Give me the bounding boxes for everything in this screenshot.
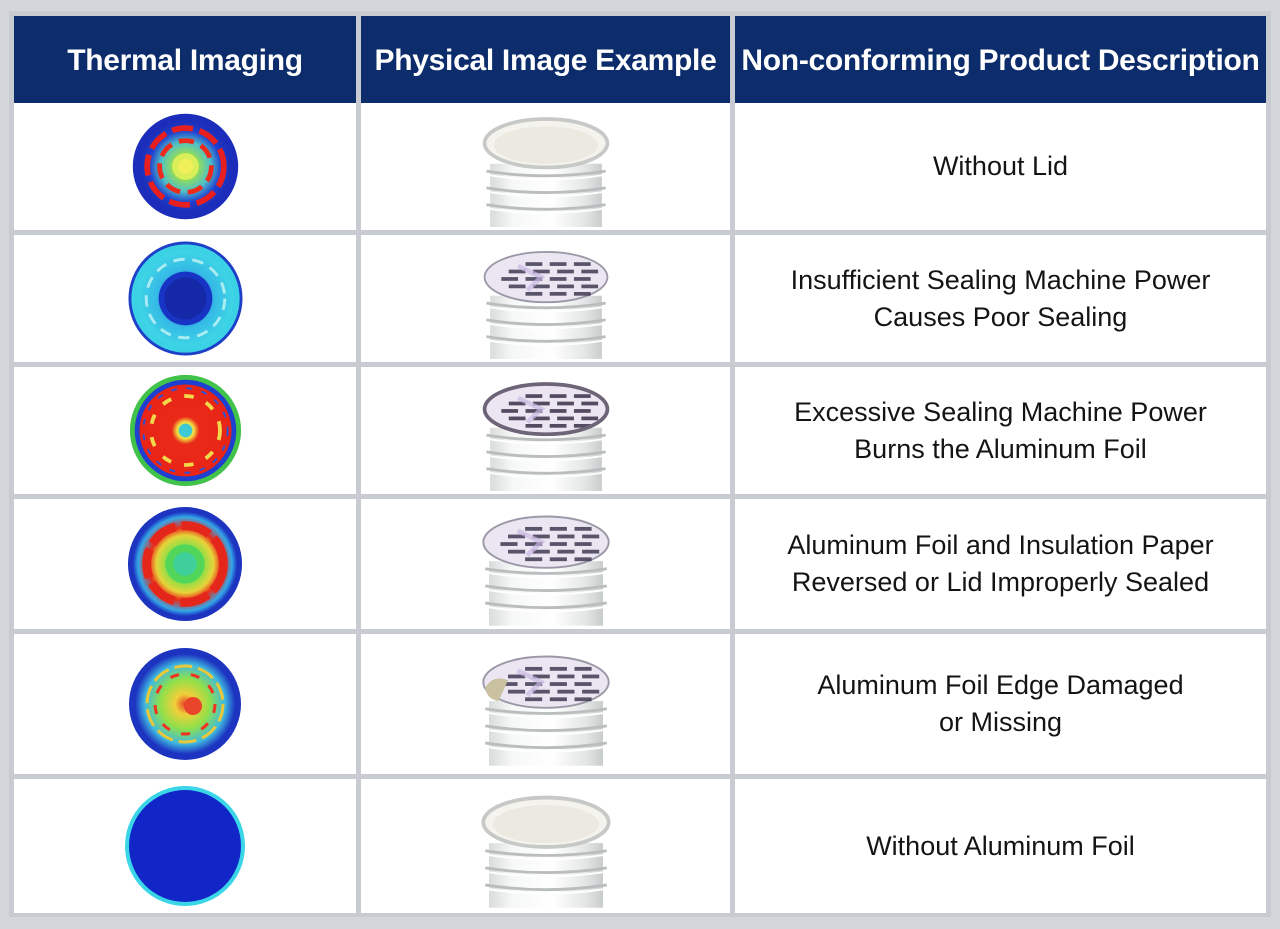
thermal-cell (14, 235, 356, 362)
thermal-scan-red-ring-green-center-icon (126, 505, 244, 623)
physical-image-cell (361, 499, 730, 629)
physical-image-cell (361, 103, 730, 230)
physical-image-cell (361, 367, 730, 494)
description-cell: Without Lid (735, 103, 1266, 230)
description-cell: Aluminum Foil and Insulation Paper Rever… (735, 499, 1266, 629)
thermal-scan-yellow-green-blue-icon (125, 644, 245, 764)
thermal-cell (14, 103, 356, 230)
defect-description: Without Aluminum Foil (866, 830, 1135, 861)
description-cell: Without Aluminum Foil (735, 779, 1266, 913)
bottle-neck-foil-seal-reversed-icon (451, 502, 641, 626)
defect-description: Excessive Sealing Machine Power Burns th… (794, 396, 1207, 464)
header-description: Non-conforming Product Description (735, 16, 1266, 106)
description-cell: Insufficient Sealing Machine Power Cause… (735, 235, 1266, 362)
thermal-cell (14, 367, 356, 494)
thermal-cell (14, 499, 356, 629)
bottle-neck-foil-seal-flat-icon (451, 238, 641, 359)
header-physical-image-example: Physical Image Example (361, 16, 730, 106)
thermal-scan-rings-red-on-blue-icon (128, 109, 243, 224)
physical-image-cell (361, 779, 730, 913)
defect-description: Aluminum Foil Edge Damaged or Missing (817, 670, 1184, 737)
description-cell: Excessive Sealing Machine Power Burns th… (735, 367, 1266, 494)
physical-image-cell (361, 634, 730, 774)
bottle-neck-open-no-lid-icon (451, 106, 641, 227)
thermal-scan-cool-cyan-blue-icon (127, 241, 243, 356)
defect-description: Insufficient Sealing Machine Power Cause… (790, 264, 1211, 332)
thermal-cell (14, 779, 356, 913)
defect-description: Without Lid (932, 151, 1069, 181)
defect-table: Thermal Imaging Physical Image Example N… (9, 11, 1271, 917)
defect-description: Aluminum Foil and Insulation Paper Rever… (787, 530, 1214, 597)
bottle-neck-open-no-foil-icon (451, 782, 641, 910)
bottle-neck-foil-edge-damaged-icon (451, 637, 641, 771)
header-thermal-imaging: Thermal Imaging (14, 16, 356, 106)
thermal-scan-hot-red-green-edge-icon (128, 373, 243, 488)
thermal-cell (14, 634, 356, 774)
bottle-neck-foil-seal-burnt-icon (451, 370, 641, 491)
thermal-scan-solid-blue-icon (125, 786, 245, 906)
description-cell: Aluminum Foil Edge Damaged or Missing (735, 634, 1266, 774)
physical-image-cell (361, 235, 730, 362)
